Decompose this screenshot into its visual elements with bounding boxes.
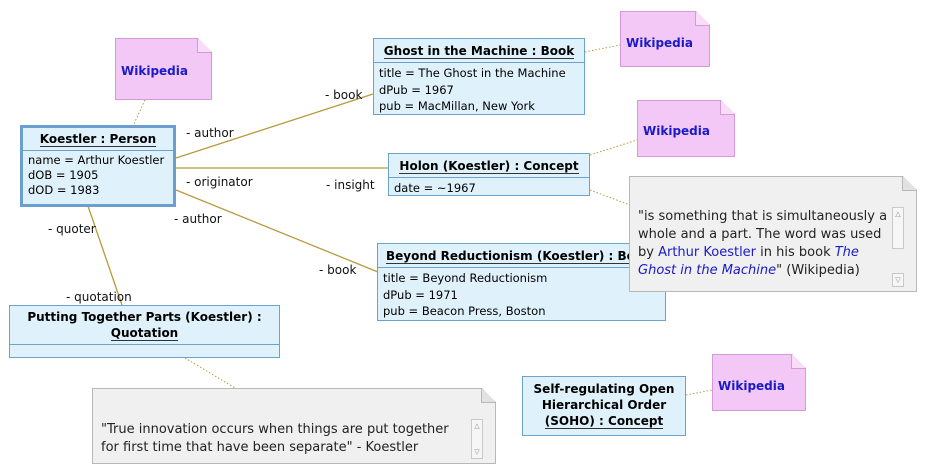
role-book-beyond: - book xyxy=(319,263,357,277)
object-title: Ghost in the Machine : Book xyxy=(383,44,575,59)
wikipedia-link[interactable]: Wikipedia xyxy=(643,124,710,138)
comment-line-1: "is something that is simultaneously a xyxy=(638,209,888,224)
scroll-down-icon[interactable]: ▽ xyxy=(474,448,480,456)
comment-quote[interactable]: "True innovation occurs when things are … xyxy=(92,388,496,464)
comment-text: "is something that is simultaneously a w… xyxy=(638,208,887,280)
wikipedia-link[interactable]: Wikipedia xyxy=(626,36,693,50)
object-attributes: title = The Ghost in the Machine dPub = … xyxy=(374,62,584,118)
link-koestler-quotation xyxy=(87,205,123,306)
attr-title: title = The Ghost in the Machine xyxy=(379,66,566,80)
role-originator: - originator xyxy=(186,175,253,189)
object-header: Putting Together Parts (Koestler) : Quot… xyxy=(10,306,279,344)
object-title-line-3: (SOHO) : Concept xyxy=(544,414,664,429)
comment-line-3: by Arthur Koestler in his book The xyxy=(638,245,859,260)
attr-pub: pub = Beacon Press, Boston xyxy=(383,304,546,318)
ghost-book-link-part-2[interactable]: Ghost in the Machine xyxy=(638,263,777,278)
comment-holon-definition[interactable]: "is something that is simultaneously a w… xyxy=(629,176,917,292)
object-title-line-2: Quotation xyxy=(110,326,179,341)
comment-scrollbar-bottom[interactable]: ▽ xyxy=(892,273,904,287)
attr-dpub: dPub = 1967 xyxy=(379,82,454,97)
object-title: Beyond Reductionism (Koestler) : Boo xyxy=(386,249,644,264)
object-attributes-empty xyxy=(10,344,279,357)
attr-name: name = Arthur Koestler xyxy=(28,153,165,167)
role-book-ghost: - book xyxy=(325,88,363,102)
object-header: Koestler : Person xyxy=(23,128,173,150)
object-header: Ghost in the Machine : Book xyxy=(374,39,584,62)
note-wikipedia-soho[interactable]: Wikipedia xyxy=(712,354,806,411)
object-title: Holon (Koestler) : Concept xyxy=(399,159,579,174)
attr-title: title = Beyond Reductionism xyxy=(383,271,548,285)
role-quoter: - quoter xyxy=(48,222,96,236)
role-author-ghost: - author xyxy=(186,126,234,140)
note-link-koestler xyxy=(132,99,146,127)
object-soho-concept[interactable]: Self-regulating Open Hierarchical Order … xyxy=(522,376,686,436)
wikipedia-link[interactable]: Wikipedia xyxy=(121,64,188,78)
comment-link-quote xyxy=(184,357,236,389)
object-beyond-book[interactable]: Beyond Reductionism (Koestler) : Boo tit… xyxy=(377,243,666,321)
comment-line-2: for first time that have been separate" … xyxy=(101,440,419,455)
comment-line-1: "True innovation occurs when things are … xyxy=(101,422,449,437)
object-attributes: date = ~1967 xyxy=(389,177,589,200)
link-koestler-beyond xyxy=(175,189,379,273)
comment-line-2: whole and a part. The word was used xyxy=(638,227,882,242)
object-title-line-1: Putting Together Parts (Koestler) : xyxy=(27,310,262,324)
object-title-line-2: Hierarchical Order xyxy=(541,398,667,412)
object-quotation[interactable]: Putting Together Parts (Koestler) : Quot… xyxy=(9,305,280,358)
object-holon-concept[interactable]: Holon (Koestler) : Concept date = ~1967 xyxy=(388,153,590,196)
attr-dpub: dPub = 1971 xyxy=(383,287,458,302)
scroll-up-icon[interactable]: △ xyxy=(895,210,901,218)
note-wikipedia-koestler[interactable]: Wikipedia xyxy=(115,38,212,100)
object-attributes: name = Arthur Koestler dOB = 1905 dOD = … xyxy=(23,150,173,201)
wikipedia-link[interactable]: Wikipedia xyxy=(718,379,785,393)
comment-link-holon xyxy=(589,189,631,206)
object-attributes: title = Beyond Reductionism dPub = 1971 … xyxy=(378,267,665,323)
role-quotation: - quotation xyxy=(66,290,132,304)
object-header: Beyond Reductionism (Koestler) : Boo xyxy=(378,244,665,267)
object-ghost-book[interactable]: Ghost in the Machine : Book title = The … xyxy=(373,38,585,115)
arthur-koestler-link[interactable]: Arthur Koestler xyxy=(658,245,757,260)
role-insight: - insight xyxy=(326,178,375,192)
note-link-soho xyxy=(685,389,713,396)
comment-text: "True innovation occurs when things are … xyxy=(101,421,449,457)
role-author-beyond: - author xyxy=(174,212,222,226)
attr-dob: dOB = 1905 xyxy=(28,168,99,182)
object-header: Self-regulating Open Hierarchical Order … xyxy=(523,377,685,432)
object-title: Koestler : Person xyxy=(39,132,157,147)
link-koestler-ghost xyxy=(175,93,374,159)
object-title-line-1: Self-regulating Open xyxy=(533,382,675,396)
object-koestler-person[interactable]: Koestler : Person name = Arthur Koestler… xyxy=(20,125,176,207)
scroll-up-icon[interactable]: △ xyxy=(474,422,480,430)
attr-date: date = ~1967 xyxy=(394,181,476,195)
note-wikipedia-ghost[interactable]: Wikipedia xyxy=(620,11,710,67)
comment-scrollbar-top[interactable]: △ xyxy=(892,207,904,249)
attr-dod: dOD = 1983 xyxy=(28,183,100,197)
attr-pub: pub = MacMillan, New York xyxy=(379,99,535,113)
ghost-book-link-part-1[interactable]: The xyxy=(834,245,859,260)
note-wikipedia-holon[interactable]: Wikipedia xyxy=(637,100,735,157)
note-link-ghost xyxy=(584,44,621,53)
comment-scrollbar[interactable]: △ ▽ xyxy=(471,419,483,459)
comment-line-4: Ghost in the Machine" (Wikipedia) xyxy=(638,263,860,278)
object-header: Holon (Koestler) : Concept xyxy=(389,154,589,177)
scroll-down-icon[interactable]: ▽ xyxy=(895,276,901,284)
note-link-holon xyxy=(589,139,638,156)
